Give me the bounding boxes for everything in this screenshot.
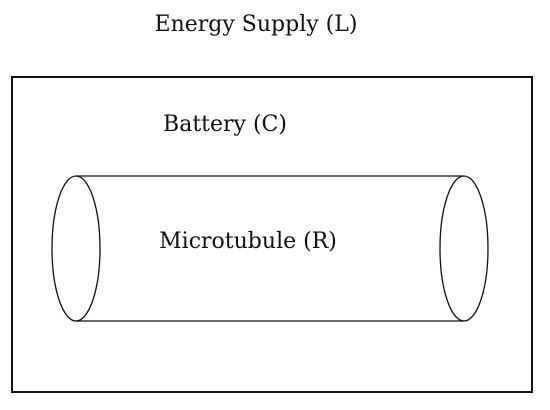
microtubule-label: Microtubule (R) — [159, 229, 337, 254]
energy-supply-label: Energy Supply (L) — [155, 12, 358, 37]
battery-container-box — [11, 76, 533, 393]
battery-label: Battery (C) — [163, 112, 287, 137]
microtubule-cylinder — [51, 175, 489, 322]
cylinder-left-end — [51, 175, 101, 322]
cylinder-right-end — [439, 175, 489, 322]
